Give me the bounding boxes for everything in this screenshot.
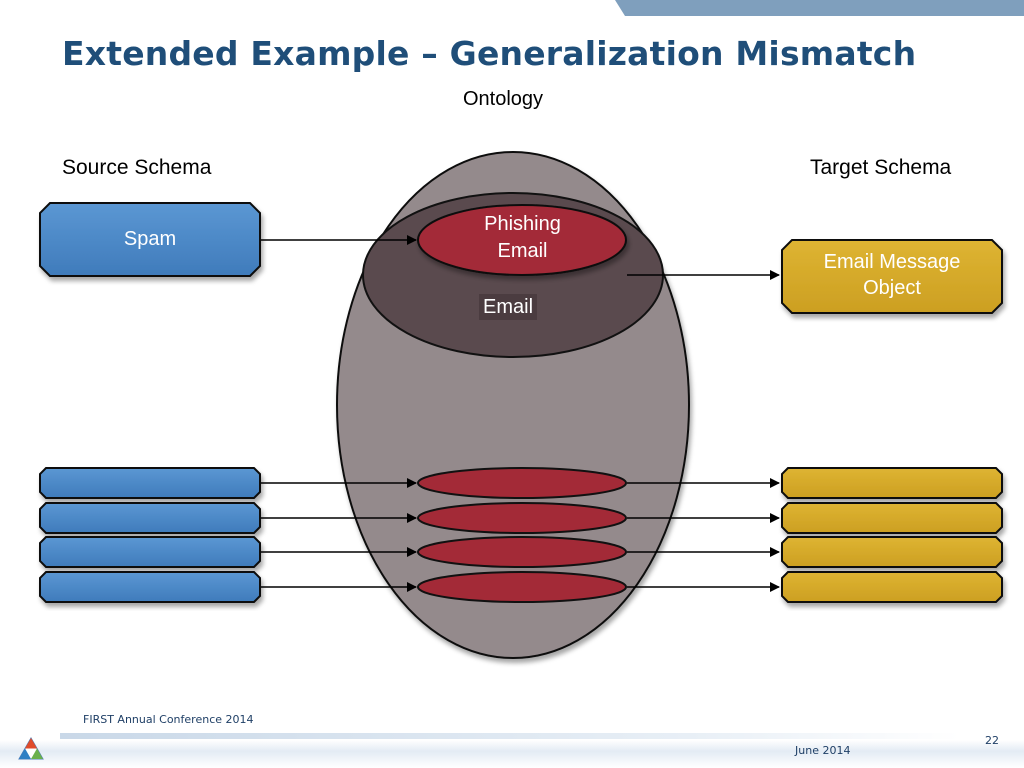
- footer-stripe: [60, 733, 960, 739]
- argonne-logo-icon: [18, 737, 44, 760]
- target-row-node: [781, 536, 1003, 568]
- slide-number: 22: [985, 734, 999, 747]
- ontology-row-node: [417, 502, 627, 534]
- phishing-email-line1: Phishing: [484, 213, 561, 235]
- mapping-row-3: [39, 536, 1003, 568]
- phishing-email-node-label: Phishing Email: [420, 211, 625, 265]
- email-concept-label: Email: [479, 294, 538, 320]
- footer-date: June 2014: [795, 744, 851, 757]
- ontology-label: Ontology: [463, 88, 544, 110]
- source-schema-label: Source Schema: [62, 156, 212, 179]
- ontology-row-node: [417, 571, 627, 603]
- target-schema-label: Target Schema: [810, 156, 952, 179]
- footer-conference: FIRST Annual Conference 2014: [83, 713, 254, 726]
- email-message-object-node: [781, 239, 1003, 314]
- target-row-node: [781, 467, 1003, 499]
- slide-title: Extended Example – Generalization Mismat…: [62, 34, 917, 73]
- target-row-node: [781, 502, 1003, 534]
- spam-node: [39, 202, 261, 277]
- email-message-object-line1: Email Message: [823, 251, 961, 273]
- mapping-row-4: [39, 571, 1003, 603]
- ontology-row-node: [417, 536, 627, 568]
- spam-node-label: Spam: [123, 228, 177, 250]
- target-row-node: [781, 571, 1003, 603]
- mapping-row-1: [39, 467, 1003, 499]
- source-row-node: [39, 571, 261, 603]
- source-row-node: [39, 536, 261, 568]
- source-row-node: [39, 467, 261, 499]
- source-row-node: [39, 502, 261, 534]
- phishing-email-line2: Email: [497, 240, 548, 262]
- email-message-object-label: Email Message Object: [782, 249, 1002, 301]
- footer-band: [0, 740, 1024, 768]
- top-accent-bar: [615, 0, 1024, 16]
- mapping-row-2: [39, 502, 1003, 534]
- ontology-row-node: [417, 467, 627, 499]
- phishing-email-node: [417, 204, 627, 276]
- email-message-object-line2: Object: [863, 277, 921, 299]
